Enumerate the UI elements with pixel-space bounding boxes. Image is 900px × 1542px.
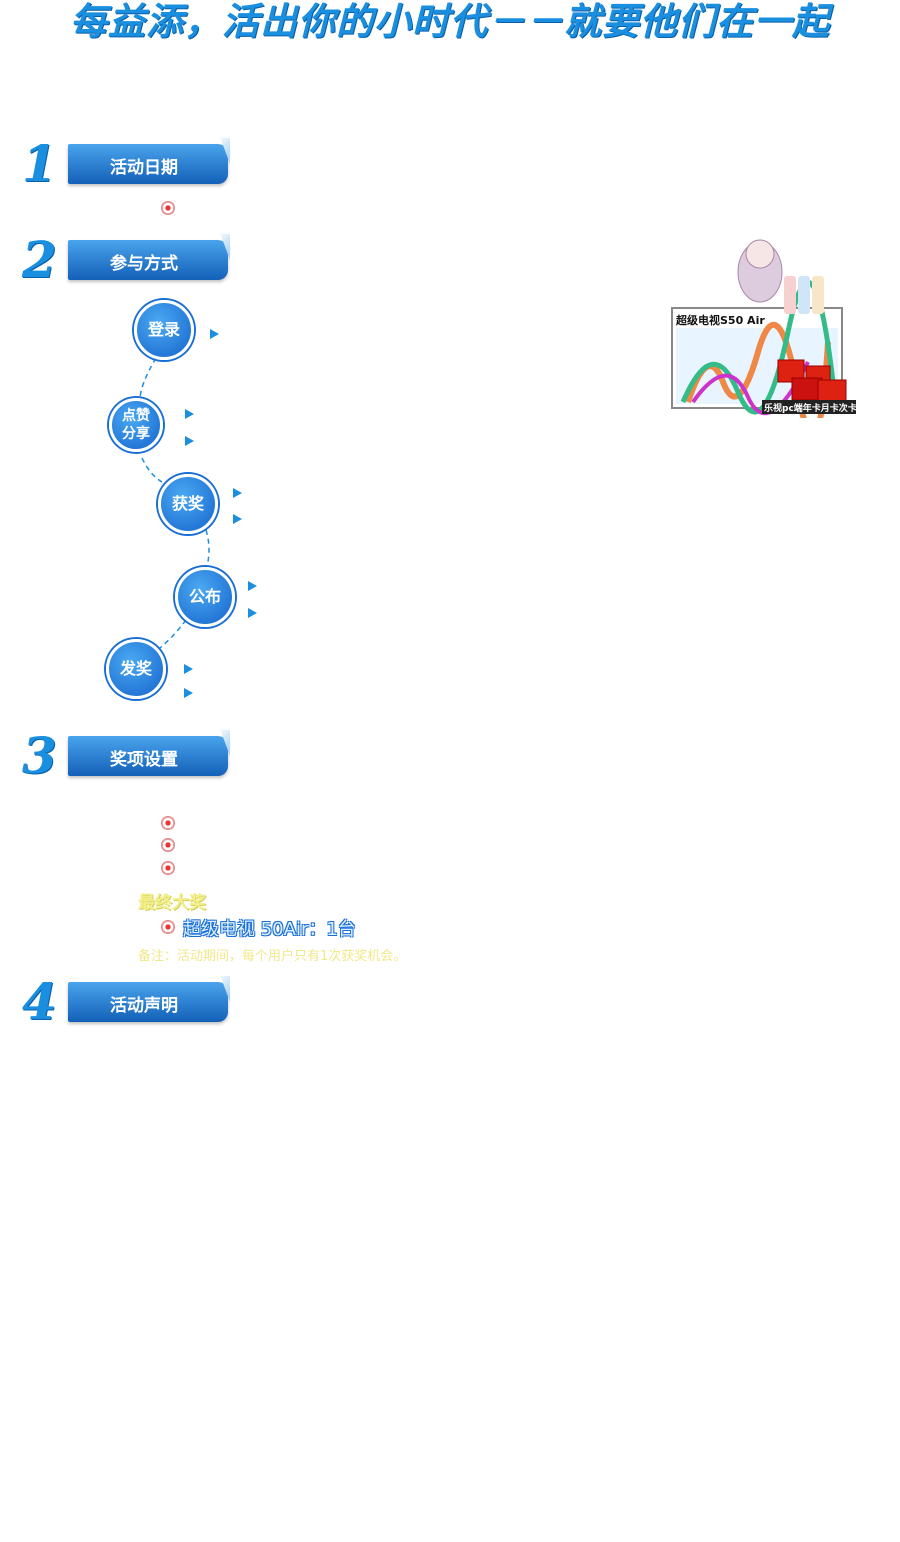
step-like-share: 点赞分享 [109, 398, 163, 452]
arrow-right-icon [210, 329, 219, 339]
bullet-icon [161, 201, 175, 215]
arrow-right-icon [185, 436, 194, 446]
section-ribbon: 参与方式 [68, 240, 228, 280]
arrow-right-icon [185, 409, 194, 419]
step-announce: 公布 [175, 567, 235, 627]
section-number: 4 [22, 972, 57, 1031]
section-label: 奖项设置 [110, 750, 178, 770]
section-label: 参与方式 [110, 254, 178, 274]
promo-image: 超级电视S50 Air 乐视pc端年卡月卡次卡 [668, 232, 860, 440]
step-win: 获奖 [158, 474, 218, 534]
section-ribbon: 奖项设置 [68, 736, 228, 776]
section-header-date: 1 活动日期 [0, 136, 260, 192]
grand-prize-title: 最终大奖 [138, 893, 206, 913]
section-header-prizes: 3 奖项设置 [0, 728, 260, 784]
bullet-icon [161, 838, 175, 852]
section-ribbon: 活动声明 [68, 982, 228, 1022]
arrow-right-icon [184, 688, 193, 698]
section-label: 活动日期 [110, 158, 178, 178]
grand-prize-item: 超级电视 50Air：1台 [183, 919, 356, 940]
bullet-icon [161, 861, 175, 875]
arrow-right-icon [233, 488, 242, 498]
section-label: 活动声明 [110, 996, 178, 1016]
step-login: 登录 [134, 300, 194, 360]
section-header-statement: 4 活动声明 [0, 974, 260, 1030]
arrow-right-icon [184, 664, 193, 674]
arrow-right-icon [233, 514, 242, 524]
step-award: 发奖 [106, 639, 166, 699]
section-number: 2 [22, 230, 57, 289]
step-connector-line [139, 357, 210, 649]
section-number: 3 [22, 726, 57, 785]
section-header-participation: 2 参与方式 [0, 232, 260, 288]
prize-note: 备注：活动期间，每个用户只有1次获奖机会。 [138, 949, 407, 964]
bullet-icon [161, 920, 175, 934]
promo-gift-label: 乐视pc端年卡月卡次卡 [764, 404, 857, 414]
arrow-right-icon [248, 608, 257, 618]
bullet-icon [161, 816, 175, 830]
section-number: 1 [22, 134, 57, 193]
page-title: 每益添，活出你的小时代－－就要他们在一起 [70, 0, 830, 43]
section-ribbon: 活动日期 [68, 144, 228, 184]
promo-tv-label: 超级电视S50 Air [676, 314, 765, 327]
arrow-right-icon [248, 581, 257, 591]
